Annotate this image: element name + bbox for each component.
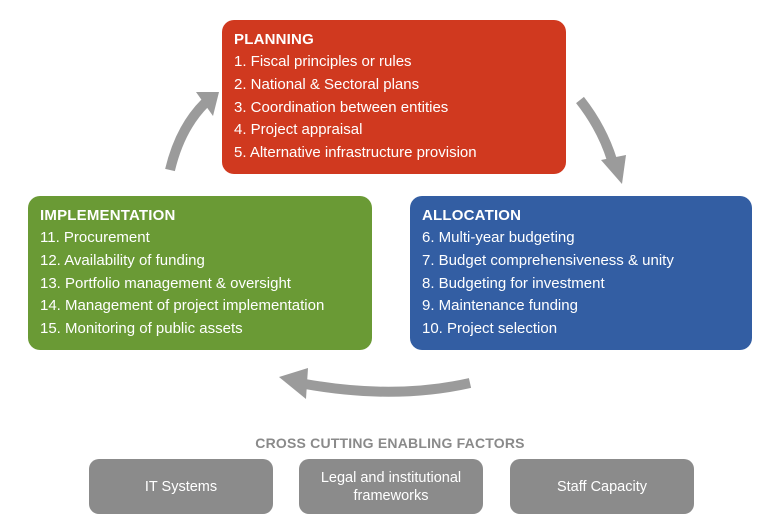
implementation-item: 11. Procurement [40,229,150,246]
implementation-item: 15. Monitoring of public assets [40,320,243,338]
planning-item: 4. Project appraisal [234,121,363,139]
planning-list: 1. Fiscal principles or rules 2. Nationa… [234,51,554,165]
factor-it-systems: IT Systems [89,459,273,514]
planning-item: 2. National & Sectoral plans [234,75,420,93]
factor-legal-frameworks: Legal and institutional frameworks [299,459,483,514]
arrow-implementation-to-planning [165,92,219,172]
cross-cutting-title: CROSS CUTTING ENABLING FACTORS [255,435,525,451]
planning-item: 1. Fiscal principles or rules [234,53,412,70]
implementation-list: 11. Procurement 12. Availability of fund… [40,227,360,341]
allocation-item: 6. Multi-year budgeting [422,229,575,246]
arrow-planning-to-allocation [576,96,626,184]
planning-title: PLANNING [234,31,314,48]
planning-box: PLANNING 1. Fiscal principles or rules 2… [222,20,566,174]
implementation-title: IMPLEMENTATION [40,207,176,224]
planning-item: 5. Alternative infrastructure provision [234,144,477,162]
allocation-item: 7. Budget comprehensiveness & unity [422,251,674,269]
allocation-list: 6. Multi-year budgeting 7. Budget compre… [422,227,740,341]
implementation-box: IMPLEMENTATION 11. Procurement 12. Avail… [28,196,372,350]
allocation-item: 8. Budgeting for investment [422,274,605,292]
allocation-item: 10. Project selection [422,320,558,338]
allocation-box: ALLOCATION 6. Multi-year budgeting 7. Bu… [410,196,752,350]
implementation-item: 14. Management of project implementation [40,297,325,315]
implementation-item: 13. Portfolio management & oversight [40,274,291,292]
arrow-allocation-to-implementation [279,368,472,399]
planning-item: 3. Coordination between entities [234,98,449,116]
implementation-item: 12. Availability of funding [40,251,205,269]
allocation-item: 9. Maintenance funding [422,297,578,315]
allocation-title: ALLOCATION [422,207,522,224]
factor-staff-capacity: Staff Capacity [510,459,694,514]
